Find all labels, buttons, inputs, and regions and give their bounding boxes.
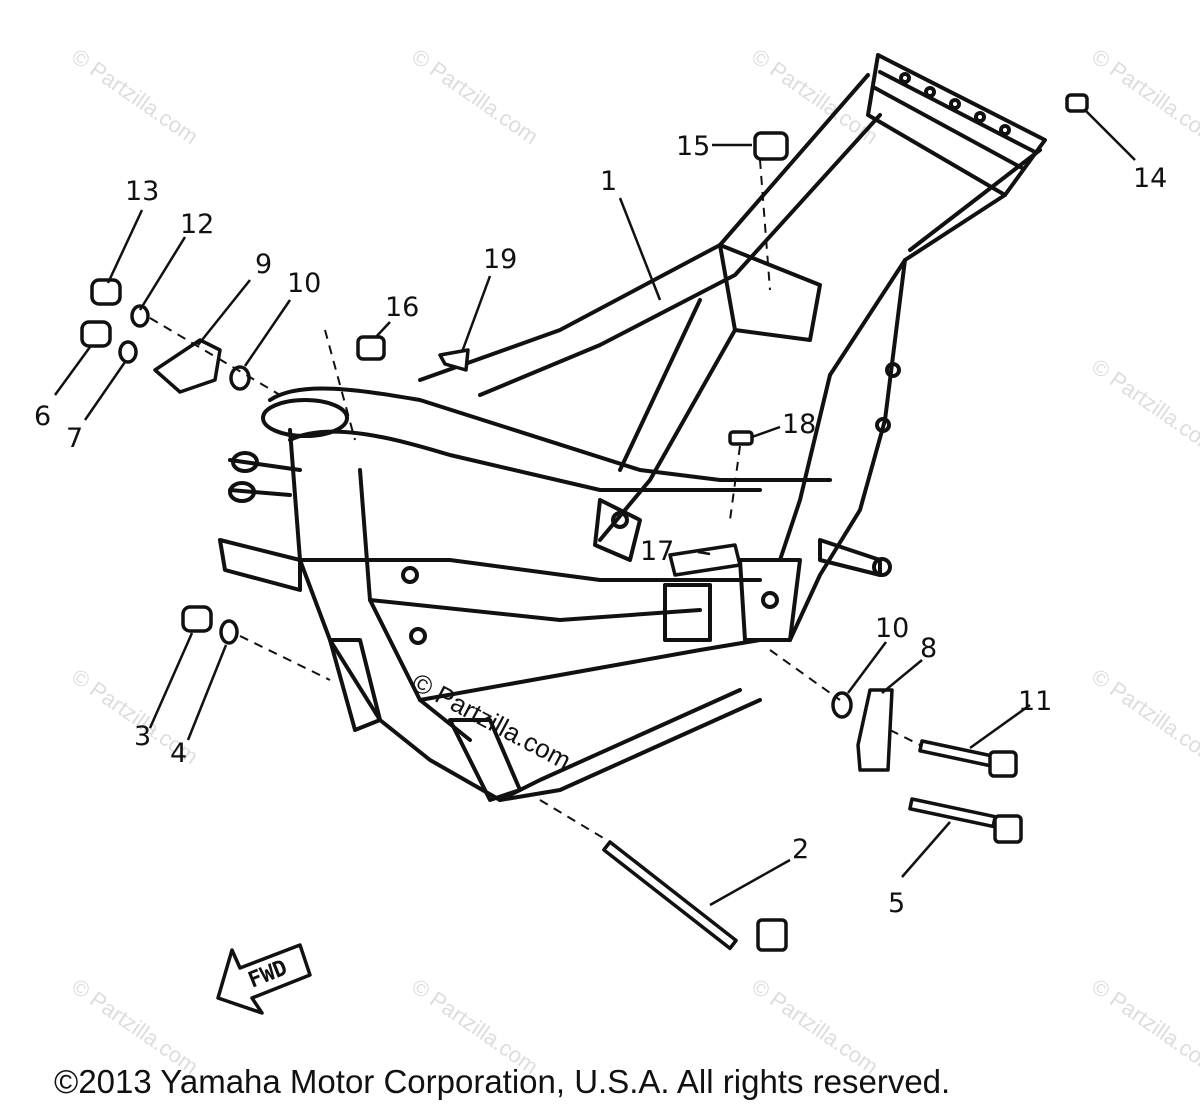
nut-6 [80, 320, 112, 348]
callout-5: 5 [888, 888, 905, 919]
bolt-11 [918, 739, 1018, 778]
fwd-arrow: FWD [216, 943, 312, 1015]
callout-14: 14 [1133, 163, 1167, 194]
washer-12 [130, 304, 150, 328]
callout-19: 19 [483, 244, 517, 275]
copyright-notice: ©2013 Yamaha Motor Corporation, U.S.A. A… [54, 1063, 950, 1100]
main-frame [218, 53, 1047, 802]
bolt-5 [908, 797, 1023, 844]
callout-15: 15 [676, 131, 710, 162]
callout-12: 12 [180, 209, 214, 240]
washer-4 [219, 619, 239, 645]
callout-1: 1 [600, 166, 617, 197]
plate-17 [668, 543, 742, 577]
callout-16: 16 [385, 292, 419, 323]
washer-10-upper [229, 365, 251, 391]
callout-11: 11 [1018, 686, 1052, 717]
callout-10-upper: 10 [287, 268, 321, 299]
callout-17: 17 [640, 536, 674, 567]
bracket-9 [153, 338, 222, 394]
callout-2: 2 [792, 834, 809, 865]
callout-7: 7 [66, 423, 83, 454]
callout-9: 9 [255, 249, 272, 280]
bolt-18 [728, 430, 754, 446]
callout-4: 4 [170, 738, 187, 769]
collar-15 [753, 131, 789, 161]
callout-6: 6 [34, 401, 51, 432]
callout-13: 13 [125, 176, 159, 207]
watermark: © Partzilla.com [1087, 354, 1200, 460]
nut-3 [181, 605, 213, 633]
tail-plate [866, 53, 1047, 197]
callout-18: 18 [782, 409, 816, 440]
watermark: © Partzilla.com [67, 44, 203, 150]
watermark: © Partzilla.com [407, 44, 543, 150]
clamp-19 [438, 348, 470, 372]
washer-7 [118, 340, 138, 364]
callout-labels: 1 2 3 4 5 6 7 8 9 10 10 11 12 13 14 15 1… [34, 131, 1167, 919]
callout-8: 8 [920, 633, 937, 664]
callout-3: 3 [134, 721, 151, 752]
watermark: © Partzilla.com [1087, 974, 1200, 1080]
cap-14 [1065, 93, 1089, 113]
steering-head [261, 398, 349, 438]
nut-13 [90, 278, 122, 306]
callout-10-lower: 10 [875, 613, 909, 644]
watermark: © Partzilla.com [1087, 664, 1200, 770]
leader-lines [53, 109, 1136, 907]
bracket-8 [856, 688, 894, 772]
collar-16 [356, 335, 386, 361]
installation-lines [149, 159, 921, 843]
bolt-2 [602, 840, 788, 952]
watermark-layer: © Partzilla.com © Partzilla.com © Partzi… [67, 44, 1200, 1080]
watermark: © Partzilla.com [1087, 44, 1200, 150]
